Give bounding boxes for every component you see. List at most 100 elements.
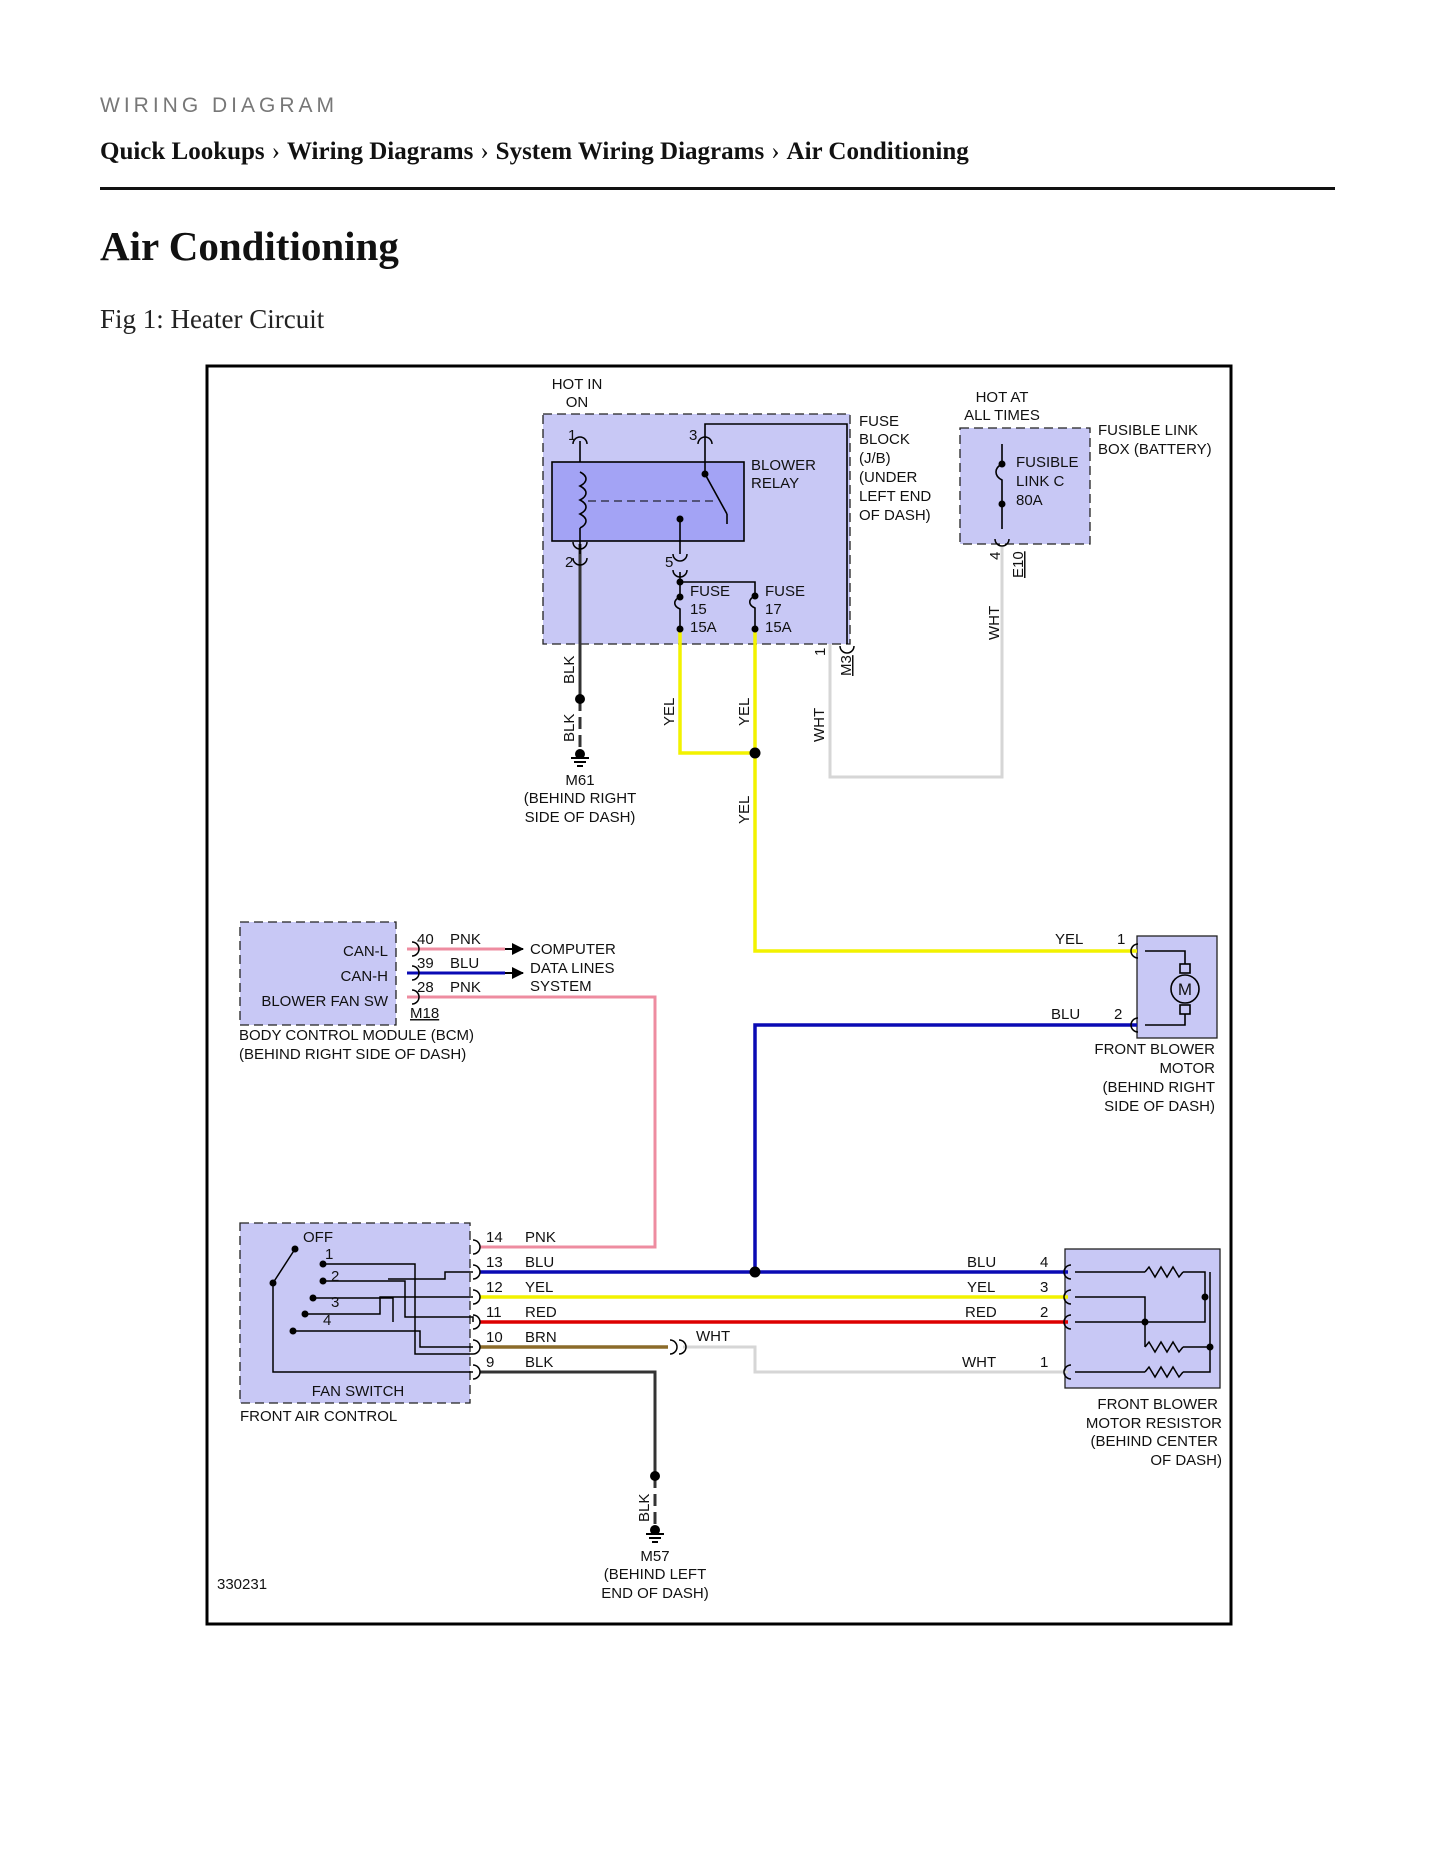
ground-m57-symbol [646,1525,664,1543]
m3-pin-label: 1 [812,648,829,656]
hot-at-all-times-label-2: ALL TIMES [964,407,1040,424]
fan-switch-name: FAN SWITCH [312,1383,405,1400]
fusible-link-box [959,427,1091,545]
wire-label-wht-left: WHT [811,708,828,742]
fuse15-label-2: 15 [690,601,707,618]
wire-blk-9 [480,1370,657,1476]
breadcrumb-air-conditioning[interactable]: Air Conditioning [786,138,969,165]
fan-switch-box [239,1222,471,1404]
breadcrumb-quick-lookups[interactable]: Quick Lookups [100,138,265,165]
m57-location-1: (BEHIND LEFT [604,1566,707,1583]
e10-pin-label: 4 [987,552,1004,560]
fan-wire-red: RED [525,1304,557,1321]
wire-label-blk-m57: BLK [636,1494,653,1522]
bcm-can-l: CAN-L [343,943,388,960]
breadcrumb-separator: › [771,138,780,165]
motor-symbol [1145,950,1200,1026]
m57-label: M57 [640,1548,669,1565]
bcm-label-1: BODY CONTROL MODULE (BCM) [239,1027,474,1044]
fusible-box-label-2: BOX (BATTERY) [1098,441,1212,458]
fuse-block-internals [578,423,1003,644]
breadcrumb: Quick Lookups›Wiring Diagrams›System Wir… [100,138,969,166]
hot-at-all-times-label-1: HOT AT [976,389,1029,406]
resistor-label-4: OF DASH) [1150,1452,1222,1469]
fan-switch-pos-2: 2 [331,1268,339,1285]
bcm-can-h: CAN-H [341,968,389,985]
relay-pin-1: 1 [568,427,576,444]
fan-pin-12: 12 [486,1279,503,1296]
front-air-control-label: FRONT AIR CONTROL [240,1408,397,1425]
data-lines-label-3: SYSTEM [530,978,592,995]
wire-label-yel-fuse17: YEL [736,698,753,726]
fan-pin-13: 13 [486,1254,503,1271]
hot-in-on-label-1: HOT IN [552,376,603,393]
fuse15-label-3: 15A [690,619,717,636]
data-lines-label-2: DATA LINES [530,960,614,977]
data-lines-label-1: COMPUTER [530,941,616,958]
wiring-diagram: HOT IN ON HOT AT ALL TIMES FUSE BLOCK (J… [205,364,1233,1626]
figure-caption: Fig 1: Heater Circuit [100,304,325,334]
m3-connector-label: M3 [838,655,855,676]
fuse-block-label-2: BLOCK [859,431,910,448]
blower-motor-box [1136,935,1218,1039]
resistor-junctions [1141,1293,1214,1351]
fuse15-label-1: FUSE [690,583,730,600]
relay-pin-5: 5 [665,554,673,571]
bcm-connector-m18: M18 [410,1005,439,1022]
breadcrumb-separator: › [271,138,280,165]
breadcrumb-wiring-diagrams[interactable]: Wiring Diagrams [287,138,474,165]
junction-dots [575,460,1006,1481]
e10-connector-label: E10 [1010,551,1027,578]
resistor-label-2: MOTOR RESISTOR [1086,1415,1222,1432]
m61-label: M61 [565,772,594,789]
fan-switch-pos-4: 4 [323,1312,331,1329]
fan-wire-yel: YEL [525,1279,553,1296]
hot-in-on-label-2: ON [566,394,589,411]
bcm-label-2: (BEHIND RIGHT SIDE OF DASH) [239,1046,466,1063]
resistor-label-3: (BEHIND CENTER [1090,1433,1218,1450]
resistor-label-1: FRONT BLOWER [1097,1396,1218,1413]
fan-wire-blu: BLU [525,1254,554,1271]
resistor-pin-3: 3 [1040,1279,1048,1296]
resistor-wire-wht: WHT [962,1354,996,1371]
fan-switch-contacts [269,1245,327,1335]
fuse-block-label-4: (UNDER [859,469,917,486]
bcm-pin-39: 39 [417,955,434,972]
m61-location-2: SIDE OF DASH) [525,809,636,826]
fuse17-label-2: 17 [765,601,782,618]
bcm-box [239,921,397,1026]
page-title: Air Conditioning [100,223,399,269]
bcm-blower-fan-sw: BLOWER FAN SW [261,993,389,1010]
fan-pin-11: 11 [486,1304,502,1321]
wire-yel-fuse17 [753,629,1137,953]
bcm-pin-28: 28 [417,979,434,996]
relay-pin-3: 3 [689,427,697,444]
relay-label-2: RELAY [751,475,799,492]
page-kicker: WIRING DIAGRAM [100,94,338,117]
motor-label-2: MOTOR [1159,1060,1215,1077]
ground-m61-symbol [571,749,589,767]
wire-blu-motor [753,1023,1137,1272]
fan-wire-pnk: PNK [525,1229,556,1246]
motor-symbol-letter: M [1178,980,1192,999]
fusible-link-label-2: LINK C [1016,473,1065,490]
wire-wht-10 [683,1345,1068,1374]
wire-pnk-blower-fan-sw [407,995,657,1249]
motor-pin-1: 1 [1117,931,1125,948]
fusible-link-label-1: FUSIBLE [1016,454,1079,471]
wire-yel-fuse15 [678,629,755,755]
wire-label-blk-lower: BLK [561,714,578,742]
fan-pin-9: 9 [486,1354,494,1371]
relay-label-1: BLOWER [751,457,816,474]
breadcrumb-system-wiring-diagrams[interactable]: System Wiring Diagrams [495,138,765,165]
wire-label-yel-lower: YEL [736,796,753,824]
resistor-pin-2: 2 [1040,1304,1048,1321]
resistor-wire-red: RED [965,1304,997,1321]
motor-pin-2: 2 [1114,1006,1122,1023]
fan-wire-brn: BRN [525,1329,557,1346]
resistor-pin-1: 1 [1040,1354,1048,1371]
wire-label-wht-right: WHT [986,606,1003,640]
motor-wire-yel: YEL [1055,931,1083,948]
m57-location-2: END OF DASH) [601,1585,709,1602]
wire-wht-fusible-link [828,547,1004,779]
